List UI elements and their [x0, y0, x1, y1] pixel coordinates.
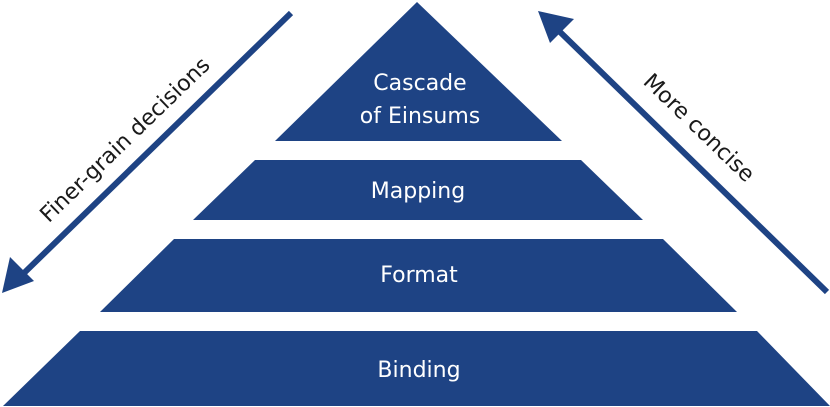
tier-mapping-label: Mapping: [371, 179, 465, 204]
tier-cascade-shape: [275, 2, 562, 141]
tier-format: Format: [100, 239, 737, 312]
tier-binding: Binding: [3, 331, 830, 406]
left-arrow-head: [2, 257, 34, 293]
left-arrow-label: Finer-grain decisions: [36, 53, 216, 228]
tier-cascade-label-line1: Cascade: [373, 71, 466, 96]
tier-cascade-label-line2: of Einsums: [360, 104, 480, 129]
left-arrow-shaft: [19, 10, 294, 278]
tier-format-shape: [100, 239, 737, 312]
tier-cascade-of-einsums: Cascade of Einsums: [275, 2, 562, 141]
right-arrow-head: [538, 11, 574, 43]
right-arrow-shaft: [555, 27, 830, 295]
tier-binding-label: Binding: [377, 358, 460, 383]
tier-format-label: Format: [380, 263, 458, 288]
tier-binding-shape: [3, 331, 830, 406]
tier-mapping-shape: [193, 160, 643, 220]
tier-mapping: Mapping: [193, 160, 643, 220]
